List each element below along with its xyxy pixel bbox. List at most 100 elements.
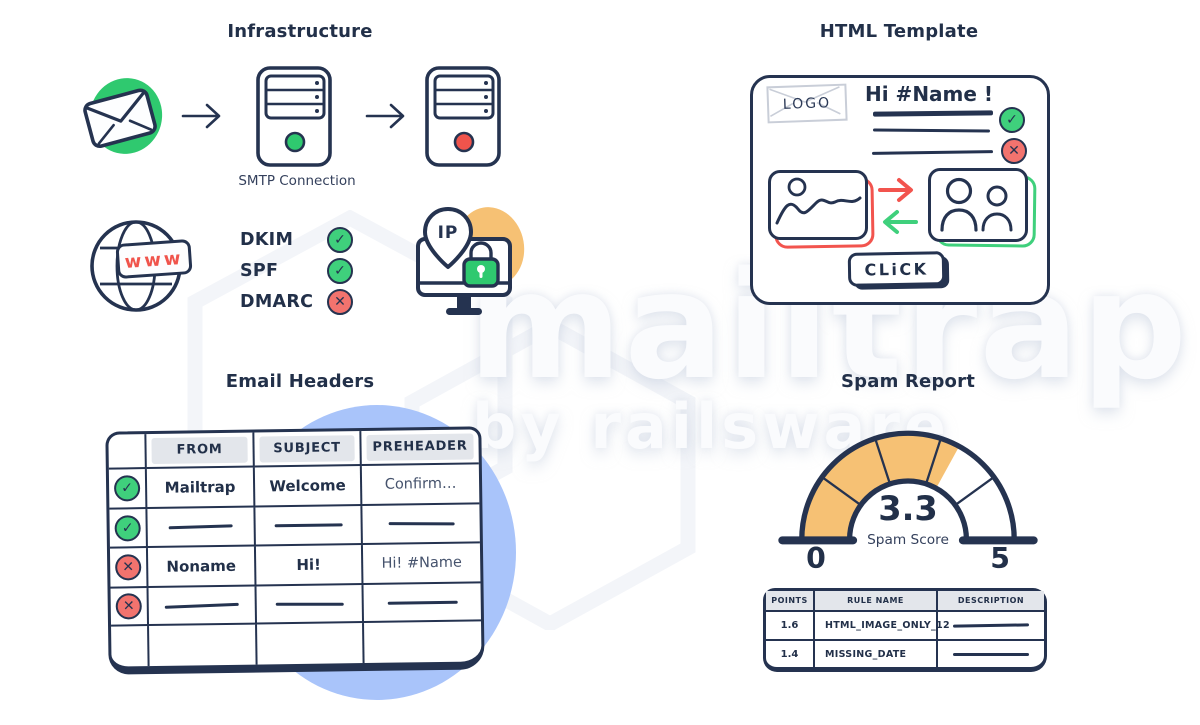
column-header-rule-name: RULE NAME	[815, 591, 938, 612]
spam-score-value: 3.3	[878, 489, 938, 528]
table-cell-empty	[149, 624, 258, 667]
gauge-max-label: 5	[990, 542, 1010, 575]
from-value: Mailtrap	[164, 477, 236, 497]
arrow-right-icon	[181, 103, 221, 129]
column-header: SUBJECT	[259, 434, 355, 462]
template-greeting: Hi #Name !	[865, 82, 994, 106]
table-cell	[362, 504, 480, 546]
table-cell	[148, 586, 258, 627]
placeholder-line	[164, 602, 239, 609]
table-row-status: ✕	[109, 548, 149, 589]
spf-label: SPF	[240, 260, 279, 281]
header-cell-preheader: PREHEADER	[361, 429, 479, 467]
cross-icon: ✕	[327, 288, 353, 315]
dkim-label: DKIM	[240, 229, 294, 250]
table-row-status: ✓	[108, 469, 148, 510]
logo-placeholder: LOGO	[766, 83, 848, 124]
table-row-status: ✓	[109, 509, 148, 549]
logo-label: LOGO	[782, 94, 832, 113]
points-value: 1.4	[766, 641, 815, 667]
preheader-value: Confirm…	[384, 475, 457, 493]
infrastructure-title: Infrastructure	[227, 21, 373, 42]
auth-check-dmarc: DMARC ✕	[240, 286, 353, 317]
table-cell	[363, 583, 482, 624]
arrow-right-icon	[365, 103, 405, 129]
rule-name-value: MISSING_DATE	[815, 641, 938, 667]
table-cell-empty	[364, 621, 482, 663]
table-cell	[147, 507, 256, 549]
click-button: CLiCK	[847, 251, 946, 287]
from-value: Noname	[166, 556, 237, 576]
table-cell: Noname	[147, 546, 257, 589]
table-cell: Mailtrap	[146, 467, 256, 510]
cross-icon: ✕	[1001, 138, 1027, 164]
email-headers-title: Email Headers	[225, 371, 375, 392]
auth-check-spf: SPF ✓	[240, 255, 353, 286]
description-cell	[938, 612, 1044, 641]
email-headers-table: FROM SUBJECT PREHEADER ✓ Mailtrap Welcom…	[105, 426, 485, 675]
spam-score-label: Spam Score	[867, 532, 949, 548]
placeholder-line	[275, 602, 344, 606]
ip-monitor-icon: IP	[416, 207, 525, 315]
smtp-server-icon	[256, 66, 332, 167]
auth-check-dkim: DKIM ✓	[240, 224, 353, 255]
spam-score-gauge: 3.3 Spam Score 0 5	[778, 430, 1038, 575]
table-row-status: ✕	[110, 588, 150, 627]
text-line	[872, 110, 994, 117]
arrow-right-red-icon	[878, 178, 913, 202]
arrow-left-green-icon	[883, 210, 918, 234]
check-icon: ✓	[327, 257, 353, 284]
cross-icon: ✕	[115, 554, 142, 581]
table-cell: Confirm…	[361, 464, 480, 507]
placeholder-line	[952, 623, 1030, 628]
gauge-min-label: 0	[806, 542, 826, 575]
rule-name-value: HTML_IMAGE_ONLY_12	[815, 612, 950, 641]
receiving-server-icon	[425, 66, 501, 167]
hexagon-watermark	[404, 320, 696, 630]
table-cell: Hi! #Name	[362, 543, 481, 586]
auth-checks-list: DKIM ✓ SPF ✓ DMARC ✕	[240, 224, 353, 317]
table-cell: Hi!	[255, 545, 364, 587]
people-icon	[940, 177, 1013, 232]
check-icon: ✓	[999, 107, 1025, 133]
image-placeholder-art	[775, 177, 862, 225]
placeholder-line	[388, 522, 455, 526]
text-line	[872, 128, 991, 133]
table-cell-empty	[257, 623, 365, 665]
image-placeholder	[768, 170, 868, 240]
check-icon: ✓	[113, 475, 141, 502]
check-icon: ✓	[114, 514, 141, 542]
placeholder-line	[387, 600, 458, 605]
table-cell-empty	[111, 626, 150, 667]
www-label: www	[124, 248, 184, 273]
envelope-icon	[83, 78, 163, 154]
table-cell	[255, 506, 363, 547]
text-line	[871, 150, 994, 155]
smtp-connection-label: SMTP Connection	[238, 173, 356, 189]
spam-report-title: Spam Report	[840, 371, 976, 392]
column-header: PREHEADER	[366, 432, 474, 461]
table-cell	[256, 585, 365, 625]
placeholder-line	[274, 523, 343, 528]
cross-icon: ✕	[115, 593, 142, 620]
check-icon: ✓	[327, 226, 353, 253]
subject-value: Hi!	[296, 555, 322, 574]
spam-rules-table: POINTS RULE NAME DESCRIPTION 1.6 HTML_IM…	[763, 588, 1047, 672]
header-cell-subject: SUBJECT	[254, 431, 362, 468]
ip-label: IP	[438, 223, 459, 243]
placeholder-line	[168, 524, 233, 530]
recipients-placeholder	[928, 168, 1028, 242]
table-cell: Welcome	[254, 466, 363, 508]
placeholder-line	[953, 652, 1029, 656]
html-template-card: LOGO Hi #Name ! ✓ ✕	[750, 75, 1050, 305]
dmarc-label: DMARC	[240, 291, 314, 312]
column-header-points: POINTS	[766, 591, 815, 612]
description-cell	[938, 641, 1044, 667]
column-header-description: DESCRIPTION	[938, 591, 1044, 612]
logo-placeholder-lines	[769, 86, 841, 117]
html-template-title: HTML Template	[819, 21, 979, 42]
header-cell-from: FROM	[146, 432, 255, 470]
subject-value: Welcome	[269, 476, 346, 496]
points-value: 1.6	[766, 612, 815, 641]
